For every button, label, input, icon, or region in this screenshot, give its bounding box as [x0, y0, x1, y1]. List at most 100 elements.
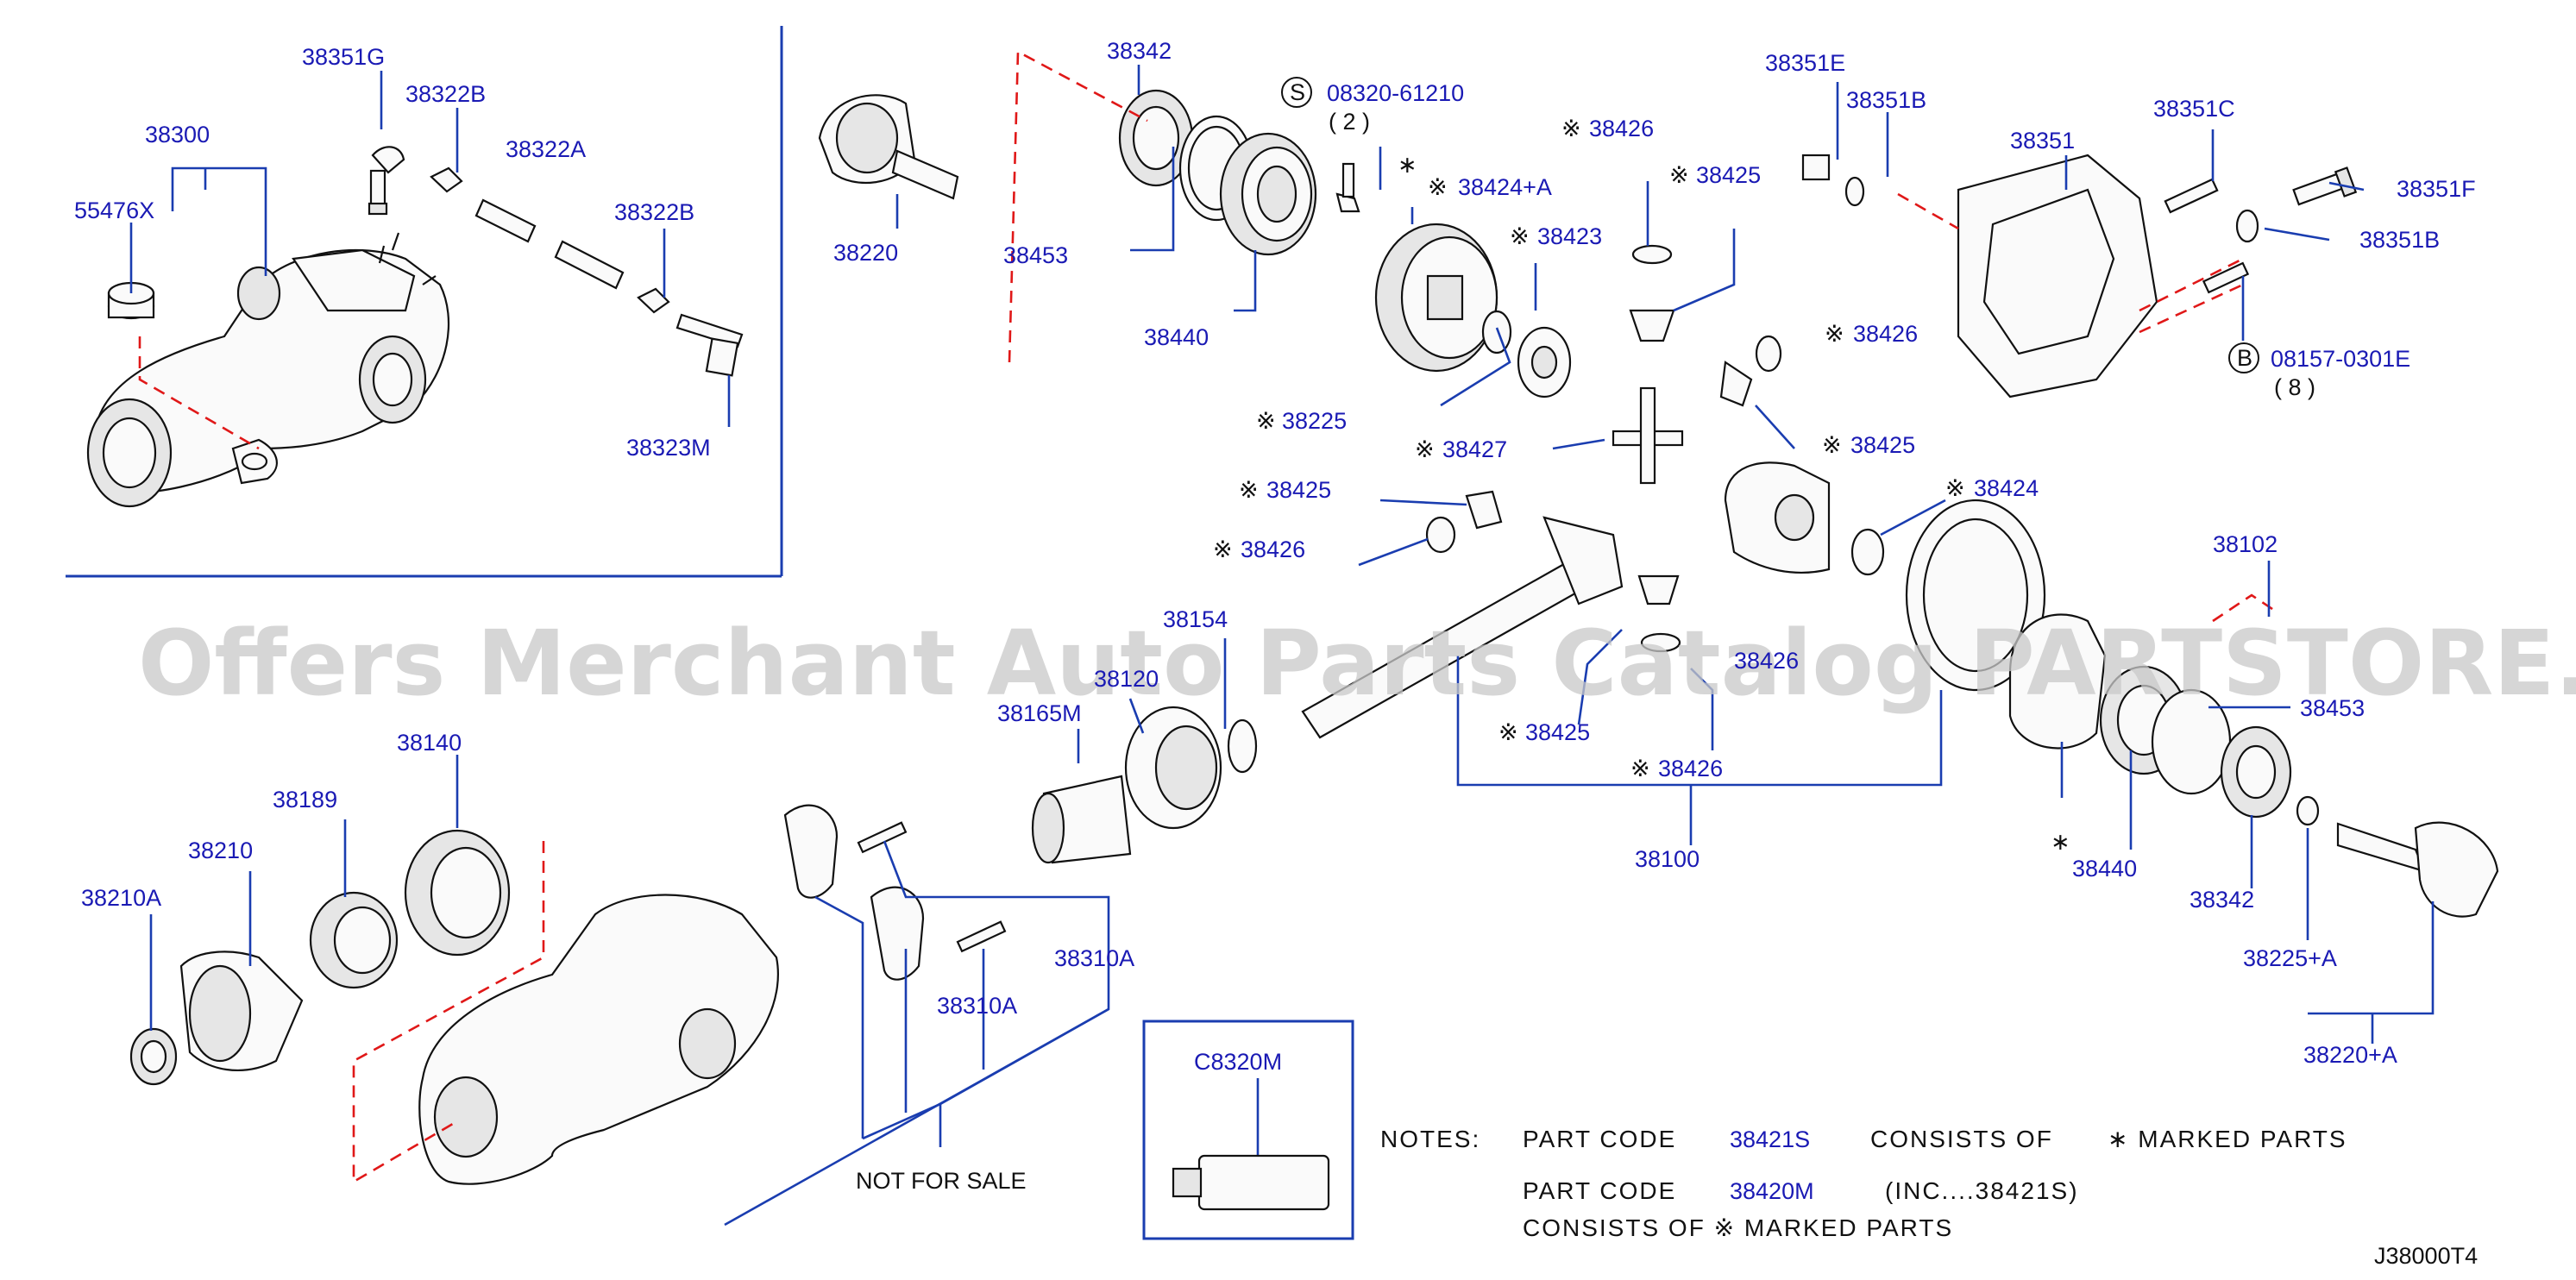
bolt-08320-icon: [1335, 162, 1360, 213]
label-38351c[interactable]: 38351C: [2153, 96, 2235, 122]
label-38165m[interactable]: 38165M: [997, 700, 1082, 726]
label-38140[interactable]: 38140: [397, 730, 462, 756]
washer-38426-d-icon: [1640, 632, 1681, 653]
label-38424[interactable]: 38424: [1974, 475, 2039, 501]
label-38342-top[interactable]: 38342: [1107, 38, 1172, 64]
label-38300[interactable]: 38300: [145, 122, 210, 147]
drive-pinion-38102-icon: [1301, 516, 1624, 739]
label-38322b-1[interactable]: 38322B: [405, 81, 486, 107]
label-38351e[interactable]: 38351E: [1765, 50, 1845, 76]
label-55476x[interactable]: 55476X: [74, 198, 154, 223]
label-38425-b[interactable]: 38425: [1850, 432, 1915, 458]
label-38426-b[interactable]: 38426: [1853, 321, 1918, 347]
label-38189[interactable]: 38189: [273, 787, 337, 813]
bolt-s-marker-icon: [1281, 77, 1312, 108]
label-38351b-1[interactable]: 38351B: [1846, 87, 1926, 113]
kome-marker-38426-d: ※: [1630, 756, 1650, 781]
label-38453-right[interactable]: 38453: [2300, 695, 2365, 721]
label-38323m[interactable]: 38323M: [626, 435, 711, 461]
cap-38310a-2-icon: [870, 886, 925, 981]
bearing-38440-top-icon: [1219, 132, 1317, 256]
label-38423[interactable]: 38423: [1537, 223, 1602, 249]
label-38210a[interactable]: 38210A: [81, 885, 161, 911]
label-38440-right[interactable]: 38440: [2072, 856, 2137, 882]
notes-line2-code: 38420M: [1730, 1178, 1814, 1204]
label-38351b-2[interactable]: 38351B: [2359, 227, 2440, 253]
label-38310a-2[interactable]: 38310A: [937, 993, 1017, 1019]
washer-38426-b-icon: [1755, 335, 1782, 373]
washer-38426-a-icon: [1631, 244, 1673, 265]
label-38351[interactable]: 38351: [2010, 128, 2075, 154]
label-38310a-1[interactable]: 38310A: [1054, 945, 1134, 971]
label-08157-0301e[interactable]: 08157-0301E: [2271, 346, 2410, 372]
qty-08320: ( 2 ): [1329, 109, 1370, 135]
label-38220[interactable]: 38220: [833, 240, 898, 266]
label-38342-right[interactable]: 38342: [2190, 887, 2254, 913]
label-38426-e[interactable]: 38426: [1734, 648, 1799, 674]
plug-38351e-icon: [1801, 154, 1831, 181]
label-38426-d[interactable]: 38426: [1658, 756, 1723, 781]
not-for-sale-text: NOT FOR SALE: [856, 1168, 1027, 1194]
label-38426-c[interactable]: 38426: [1241, 536, 1305, 562]
diff-assembly-illustration: [86, 232, 450, 508]
kome-marker-38423: ※: [1510, 223, 1530, 249]
kome-marker-38426-c: ※: [1213, 536, 1233, 562]
washer-38423-icon: [1481, 310, 1512, 355]
part-labels: 38300 55476X 38351G 38322B 38322A 38322B…: [74, 38, 2476, 1194]
bearing-38342-right-icon: [2220, 725, 2292, 819]
bolt-38310a-2-icon: [956, 920, 1007, 953]
label-38322a[interactable]: 38322A: [506, 136, 586, 162]
bolt-38310a-1-icon: [857, 821, 908, 854]
kome-marker-38426-a: ※: [1561, 116, 1581, 141]
notes-line3: CONSISTS OF ※ MARKED PARTS: [1523, 1214, 1953, 1241]
label-38220-a[interactable]: 38220+A: [2303, 1042, 2397, 1068]
label-38154[interactable]: 38154: [1163, 606, 1228, 632]
label-38120[interactable]: 38120: [1094, 666, 1159, 692]
notes-line1-mid: CONSISTS OF: [1870, 1126, 2053, 1152]
cross-shaft-38427-icon: [1612, 386, 1684, 485]
notes-line1-post: ∗ MARKED PARTS: [2108, 1126, 2347, 1152]
label-38427[interactable]: 38427: [1442, 436, 1507, 462]
companion-flange-38210-icon: [179, 951, 304, 1071]
label-38322b-2[interactable]: 38322B: [614, 199, 694, 225]
sealant-tube-icon: [1197, 1154, 1330, 1211]
label-c8320m[interactable]: C8320M: [1194, 1049, 1282, 1075]
bolt-08157-icon: [2202, 261, 2250, 294]
label-08320-61210[interactable]: 08320-61210: [1327, 80, 1464, 106]
bolt-b-marker-letter: B: [2237, 345, 2252, 371]
kome-marker-38424a: ※: [1428, 174, 1448, 200]
qty-08157: ( 8 ): [2274, 374, 2315, 400]
label-38440-top[interactable]: 38440: [1144, 324, 1209, 350]
nut-38210a-icon: [129, 1027, 178, 1086]
star-marker-top: ∗: [1398, 152, 1417, 178]
label-38225-a[interactable]: 38225+A: [2243, 945, 2337, 971]
label-38225[interactable]: 38225: [1282, 408, 1347, 434]
pinion-38425-b-icon: [1719, 361, 1753, 407]
label-38100[interactable]: 38100: [1635, 846, 1700, 872]
bolt-s-marker-letter: S: [1290, 79, 1305, 105]
stud-38351c-icon: [2164, 178, 2219, 214]
flange-38220-icon: [818, 94, 959, 200]
inset-frame: [66, 26, 783, 578]
kome-marker-38225: ※: [1256, 408, 1276, 434]
diff-case-half-icon: [1724, 461, 1831, 574]
notes-block: NOTES: PART CODE 38421S CONSISTS OF ∗ MA…: [1380, 1126, 2347, 1241]
label-38424-a[interactable]: 38424+A: [1458, 174, 1552, 200]
label-38210[interactable]: 38210: [188, 838, 253, 863]
sealant-cap-icon: [1172, 1167, 1203, 1198]
label-38425-a[interactable]: 38425: [1696, 162, 1761, 188]
label-38351g[interactable]: 38351G: [302, 44, 385, 70]
diagram-id: J38000T4: [2374, 1243, 2478, 1269]
ring-gear-38424-icon: [1905, 499, 2046, 692]
leader-lines: [129, 65, 2435, 1227]
label-38453-top[interactable]: 38453: [1003, 242, 1068, 268]
side-gear-38423-icon: [1517, 326, 1572, 398]
label-38425-c[interactable]: 38425: [1266, 477, 1331, 503]
washer-38424-icon: [1850, 528, 1885, 576]
label-38425-d[interactable]: 38425: [1525, 719, 1590, 745]
label-38102[interactable]: 38102: [2213, 531, 2278, 557]
label-38426-a[interactable]: 38426: [1589, 116, 1654, 141]
label-38351f[interactable]: 38351F: [2397, 176, 2476, 202]
bolt-b-marker-icon: [2228, 342, 2259, 373]
